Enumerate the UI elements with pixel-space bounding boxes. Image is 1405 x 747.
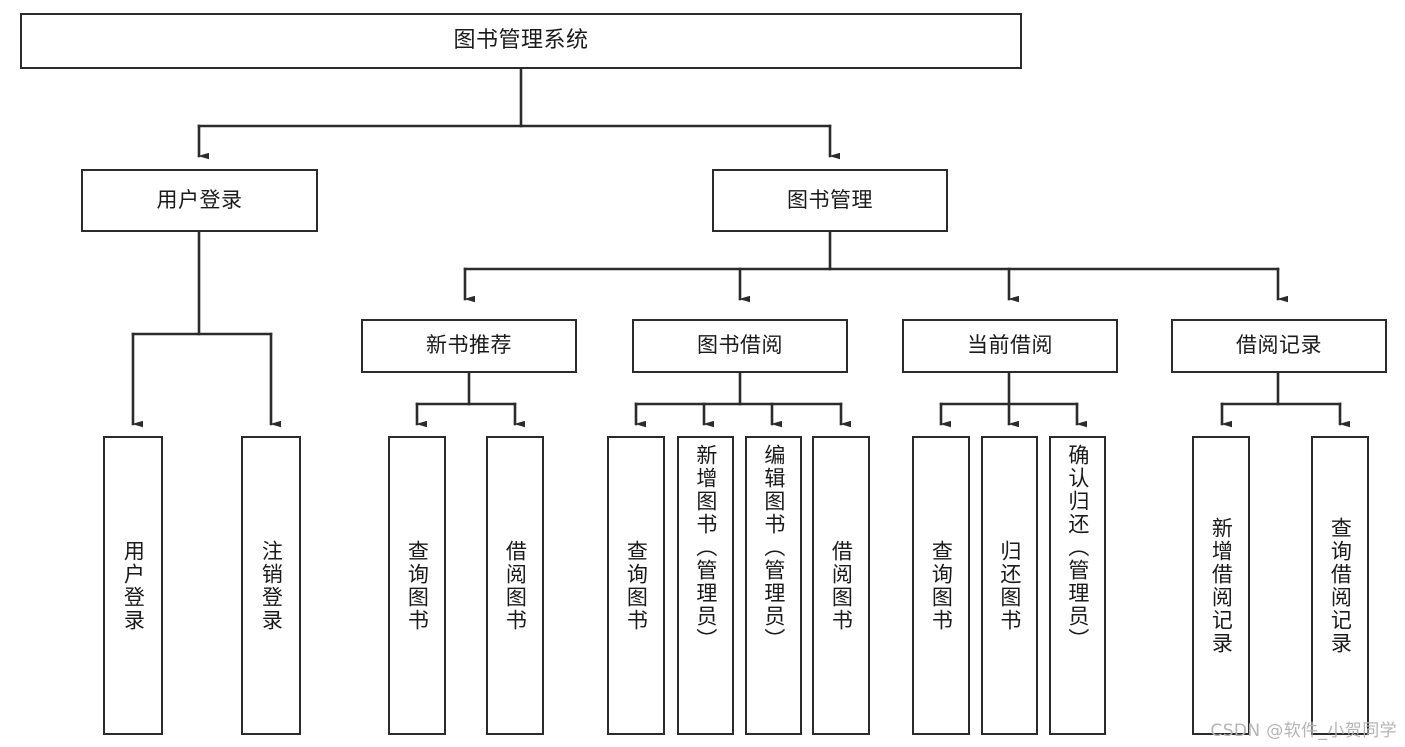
node-leaf-edit-book-label: 编辑图书（管理员） [761, 444, 786, 651]
node-leaf-query-book-1-label: 查询图书 [405, 539, 430, 632]
node-current-borrow-label: 当前借阅 [967, 333, 1053, 358]
node-leaf-edit-book[interactable]: 编辑图书（管理员） [745, 436, 802, 735]
node-leaf-add-record-label: 新增借阅记录 [1209, 516, 1234, 655]
node-new-book-recommend-label: 新书推荐 [426, 333, 512, 358]
node-leaf-borrow-book-1-label: 借阅图书 [503, 539, 528, 632]
node-leaf-user-login-label: 用户登录 [121, 539, 146, 632]
node-leaf-borrow-book-2[interactable]: 借阅图书 [812, 436, 870, 735]
node-leaf-confirm-return-label: 确认归还（管理员） [1065, 444, 1090, 651]
csdn-watermark: CSDN @软件_小贺同学 [1210, 721, 1397, 741]
node-user-login[interactable]: 用户登录 [81, 169, 318, 232]
node-leaf-return-book[interactable]: 归还图书 [981, 436, 1038, 735]
node-book-manage-label: 图书管理 [787, 187, 873, 212]
node-user-login-label: 用户登录 [156, 187, 243, 212]
node-borrow-record[interactable]: 借阅记录 [1171, 319, 1387, 373]
node-leaf-logout-label: 注销登录 [259, 539, 284, 632]
node-leaf-add-book-label: 新增图书（管理员） [693, 444, 718, 651]
node-leaf-logout[interactable]: 注销登录 [241, 436, 301, 735]
node-borrow-record-label: 借阅记录 [1236, 333, 1322, 358]
node-leaf-query-book-3[interactable]: 查询图书 [912, 436, 970, 735]
node-leaf-add-book[interactable]: 新增图书（管理员） [677, 436, 734, 735]
node-leaf-query-book-3-label: 查询图书 [929, 539, 954, 632]
node-leaf-query-book-2[interactable]: 查询图书 [607, 436, 665, 735]
node-current-borrow[interactable]: 当前借阅 [902, 319, 1118, 373]
node-book-borrow-label: 图书借阅 [697, 333, 783, 358]
node-leaf-query-record[interactable]: 查询借阅记录 [1311, 436, 1369, 735]
node-new-book-recommend[interactable]: 新书推荐 [361, 319, 577, 373]
node-leaf-confirm-return[interactable]: 确认归还（管理员） [1049, 436, 1106, 735]
node-book-manage[interactable]: 图书管理 [712, 169, 948, 232]
node-root[interactable]: 图书管理系统 [20, 13, 1022, 69]
node-leaf-add-record[interactable]: 新增借阅记录 [1192, 436, 1250, 735]
node-leaf-return-book-label: 归还图书 [997, 539, 1022, 632]
node-leaf-query-book-2-label: 查询图书 [624, 539, 649, 632]
node-leaf-user-login[interactable]: 用户登录 [103, 436, 163, 735]
node-root-label: 图书管理系统 [453, 27, 589, 53]
node-leaf-borrow-book-1[interactable]: 借阅图书 [486, 436, 544, 735]
node-leaf-borrow-book-2-label: 借阅图书 [829, 539, 854, 632]
node-leaf-query-record-label: 查询借阅记录 [1328, 516, 1353, 655]
node-leaf-query-book-1[interactable]: 查询图书 [388, 436, 446, 735]
node-book-borrow[interactable]: 图书借阅 [632, 319, 848, 373]
